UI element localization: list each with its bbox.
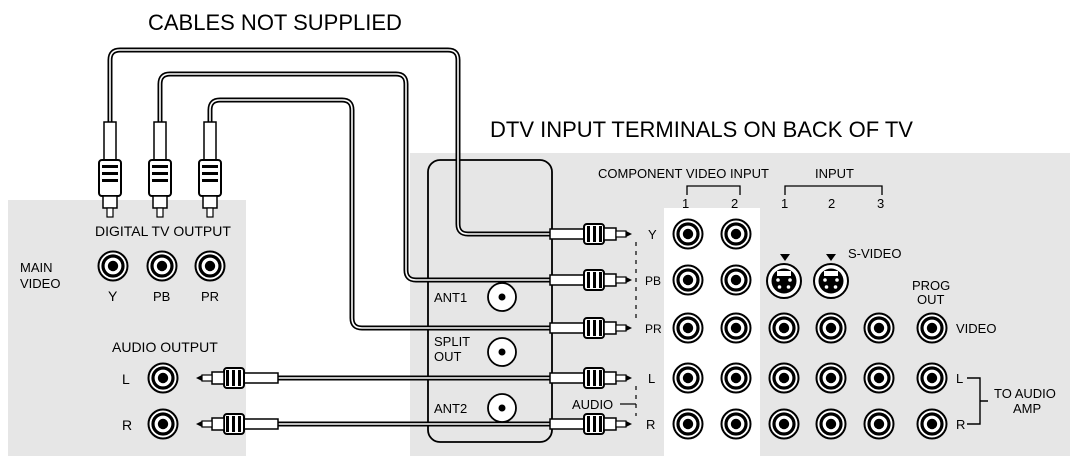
plug-pb-source [148,121,172,218]
main-video-label-2: VIDEO [20,276,60,291]
source-device-panel [8,200,246,456]
input-1-l-jack [767,361,801,395]
source-jack-pb-label: PB [153,289,170,304]
input-2-l-jack [814,361,848,395]
ant1-label: ANT1 [434,290,467,305]
right-l-label: L [956,371,963,386]
comp-1-l-jack [671,361,705,395]
cables-note: CABLES NOT SUPPLIED [148,10,402,35]
input-3-video-jack [862,311,896,345]
row-y-label: Y [648,227,657,242]
ant2-label: ANT2 [434,401,467,416]
prog-out-label-2: OUT [917,292,945,307]
input-2-video-jack [814,311,848,345]
input-3-r-jack [862,407,896,441]
comp-2-y-jack [719,217,753,251]
prog-out-label: PROG [912,278,950,293]
comp-1-pb-jack [671,263,705,297]
comp-2-pb-jack [719,263,753,297]
input-label: INPUT [815,166,854,181]
input-2-r-jack [814,407,848,441]
main-video-label: MAIN [20,260,53,275]
ant1-connector [487,282,517,312]
source-jack-y-label: Y [108,288,118,304]
comp-1-y-jack [671,217,705,251]
s-video-marker-2 [826,254,836,261]
s-video-marker-1 [780,254,790,261]
s-video-jack-2 [813,263,849,299]
row-r-label: R [646,417,655,432]
comp-2-l-jack [719,361,753,395]
row-pr-label: PR [645,322,662,336]
comp-1-label: 1 [682,196,689,211]
comp-1-r-jack [671,407,705,441]
source-jack-pr-label: PR [201,289,219,304]
split-out-label-2: OUT [434,349,462,364]
input-3-label: 3 [877,196,884,211]
input-bracket [784,185,883,195]
component-bracket [686,185,741,195]
input-3-l-jack [862,361,896,395]
audio-label: AUDIO [572,397,613,412]
source-jack-y [96,249,130,283]
tv-title: DTV INPUT TERMINALS ON BACK OF TV [490,117,913,142]
row-pb-label: PB [645,274,661,288]
input-2-label: 2 [828,196,835,211]
row-l-label: L [648,371,655,386]
source-jack-pb [145,249,179,283]
right-r-label: R [956,417,965,432]
source-audio-l-label: L [122,371,130,387]
s-video-jack-1 [766,263,802,299]
comp-2-r-jack [719,407,753,441]
to-audio-amp-label-2: AMP [1013,401,1041,416]
ant2-connector [487,393,517,423]
source-audio-r-label: R [122,417,132,433]
to-audio-amp-bracket [967,377,988,425]
plug-pr-source [198,121,222,218]
input-1-video-jack [767,311,801,345]
source-jack-audio-r [146,407,180,441]
digital-tv-output-label: DIGITAL TV OUTPUT [95,223,231,239]
video-label: VIDEO [956,321,996,336]
prog-out-r-jack [915,407,949,441]
prog-out-l-jack [915,361,949,395]
to-audio-amp-label: TO AUDIO [994,386,1056,401]
comp-2-label: 2 [731,196,738,211]
comp-1-pr-jack [671,311,705,345]
component-video-input-label: COMPONENT VIDEO INPUT [598,166,769,181]
plug-y-source [98,121,122,218]
comp-2-pr-jack [719,311,753,345]
s-video-label: S-VIDEO [848,246,901,261]
input-1-r-jack [767,407,801,441]
antenna-panel [427,159,553,443]
prog-out-video-jack [915,311,949,345]
input-1-label: 1 [781,196,788,211]
source-jack-audio-l [146,361,180,395]
split-out-connector [487,337,517,367]
split-out-label: SPLIT [434,334,470,349]
source-jack-pr [193,249,227,283]
audio-output-label: AUDIO OUTPUT [112,339,218,355]
